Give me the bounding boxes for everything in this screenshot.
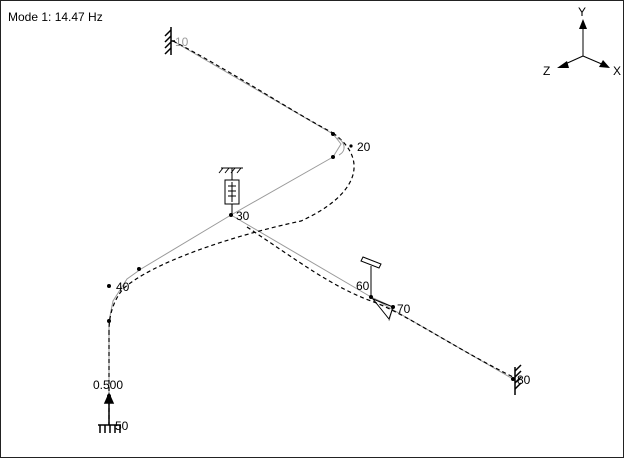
node-label-30: 30 [236, 209, 250, 223]
axis-label-z: Z [543, 64, 550, 78]
node-label-50: 50 [115, 419, 129, 433]
node-markers [107, 132, 515, 398]
undeformed-line-10-20 [172, 40, 342, 158]
node-label-40: 40 [116, 280, 130, 294]
node-label-70: 70 [397, 302, 411, 316]
spring-hanger-icon [218, 167, 243, 215]
point-label: 0.500 [93, 378, 123, 392]
deformed-line-30-80 [246, 226, 514, 378]
node-label-10: 10 [175, 35, 189, 49]
node-label-20: 20 [357, 140, 371, 154]
node-dot-20b [331, 155, 335, 159]
node-dot-20 [349, 144, 353, 148]
node-dot-80 [511, 377, 515, 381]
axis-label-x: X [613, 64, 621, 78]
anchor-80-icon [514, 364, 522, 395]
axis-label-y: Y [578, 5, 586, 19]
deformed-line-20-40 [108, 132, 355, 332]
node-label-80: 80 [517, 373, 531, 387]
node-dot-40c [107, 319, 111, 323]
node-dot-40b [137, 267, 141, 271]
restraint-70-icon [371, 297, 394, 321]
deformed-line-10-20 [172, 40, 334, 134]
node-dot-20a [331, 132, 335, 136]
node-label-60: 60 [356, 279, 370, 293]
mode-title: Mode 1: 14.47 Hz [8, 10, 103, 24]
axis-triad: Y Z X [543, 5, 621, 78]
undeformed-line-20-40 [108, 156, 334, 322]
undeformed-shape [108, 40, 514, 425]
node-dot-40a [107, 284, 111, 288]
guide-support-60-icon [360, 256, 382, 297]
bend-20-icon [336, 137, 345, 156]
base-support-50-icon [98, 392, 121, 433]
node-labels: 10 20 30 40 50 60 70 80 0.500 [93, 35, 531, 433]
anchor-10-icon [164, 27, 175, 55]
deformed-shape [108, 40, 514, 425]
